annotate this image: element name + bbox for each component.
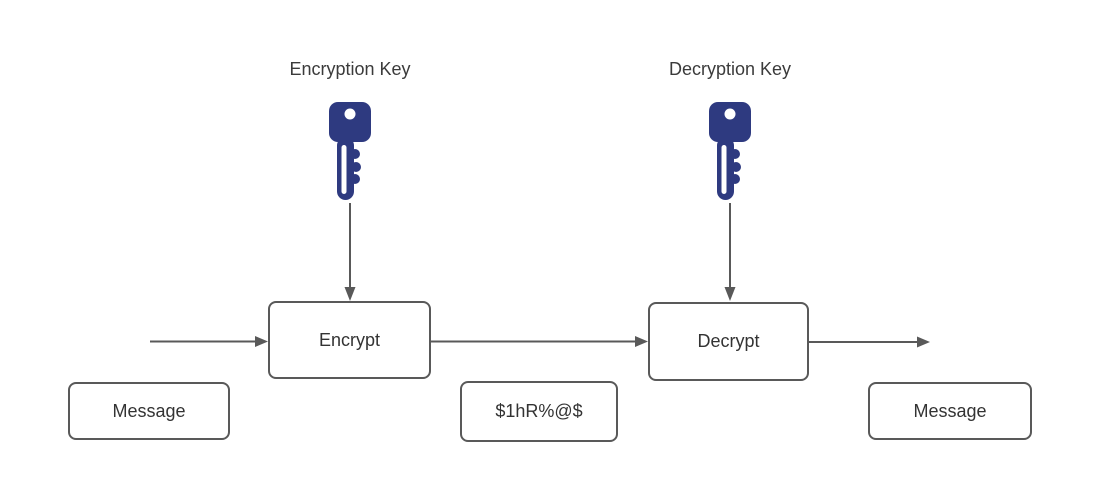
arrow-input-to-encrypt (150, 336, 268, 347)
message-output-node: Message (868, 382, 1032, 440)
arrow-encryption-key-to-encrypt (344, 203, 356, 301)
arrowhead-icon (917, 336, 930, 348)
decryption-key-label: Decryption Key (668, 59, 792, 79)
arrowhead-icon (255, 336, 268, 347)
arrow-decryption-key-to-decrypt (724, 203, 736, 301)
encrypt-node: Encrypt (268, 301, 431, 379)
arrow-decrypt-to-output (809, 336, 930, 348)
arrow-encrypt-to-decrypt (431, 336, 648, 347)
key-icon (329, 102, 371, 200)
key-icon (709, 102, 751, 200)
ciphertext-node: $1hR%@$ (460, 381, 618, 442)
arrowhead-icon (344, 287, 356, 301)
arrowhead-icon (724, 287, 736, 301)
message-input-node: Message (68, 382, 230, 440)
decrypt-node: Decrypt (648, 302, 809, 381)
arrowhead-icon (635, 336, 648, 347)
encryption-key-label: Encryption Key (289, 59, 411, 79)
